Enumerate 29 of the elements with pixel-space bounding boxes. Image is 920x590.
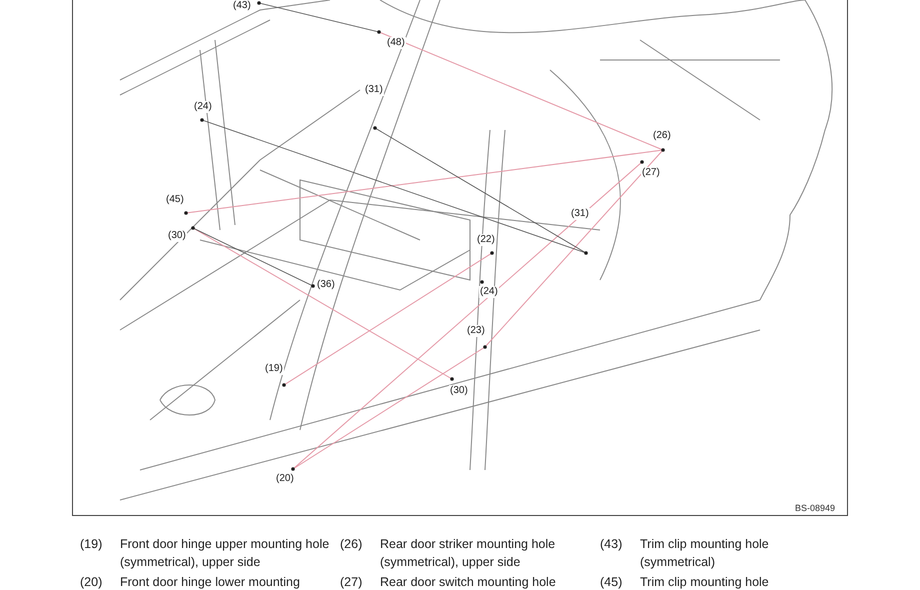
legend-number: (20) xyxy=(80,574,104,590)
callout-number: (19) xyxy=(264,363,284,375)
callout-number: (36) xyxy=(316,279,336,291)
callout-number: (24) xyxy=(479,286,499,298)
callout-number: (27) xyxy=(641,167,661,179)
legend-description: Rear door striker mounting hole (symmetrical), upper side xyxy=(380,536,556,571)
callout-number: (22) xyxy=(476,234,496,246)
legend-number: (45) xyxy=(600,574,624,590)
legend-number: (43) xyxy=(600,536,624,553)
callout-number: (23) xyxy=(466,325,486,337)
callout-number: (30) xyxy=(167,230,187,242)
callout-number: (24) xyxy=(193,101,213,113)
legend-description: Trim clip mounting hole (symmetrical) xyxy=(640,536,770,571)
callout-number: (45) xyxy=(165,194,185,206)
callout-number: (48) xyxy=(386,37,406,49)
legend-description: Rear door switch mounting hole xyxy=(380,574,557,590)
callout-number: (20) xyxy=(275,473,295,485)
callout-number: (31) xyxy=(570,208,590,220)
legend-description: Front door hinge upper mounting hole (symmetrical), upper side xyxy=(120,536,330,571)
legend-number: (19) xyxy=(80,536,104,553)
legend-number: (27) xyxy=(340,574,364,590)
legend-description: Front door hinge lower mounting xyxy=(120,574,301,590)
callout-number: (30) xyxy=(449,385,469,397)
figure-code: BS-08949 xyxy=(795,503,836,514)
callout-number: (26) xyxy=(652,130,672,142)
callout-number: (31) xyxy=(364,84,384,96)
legend-description: Trim clip mounting hole xyxy=(640,574,770,590)
callout-number: (43) xyxy=(232,0,252,12)
legend-number: (26) xyxy=(340,536,364,553)
